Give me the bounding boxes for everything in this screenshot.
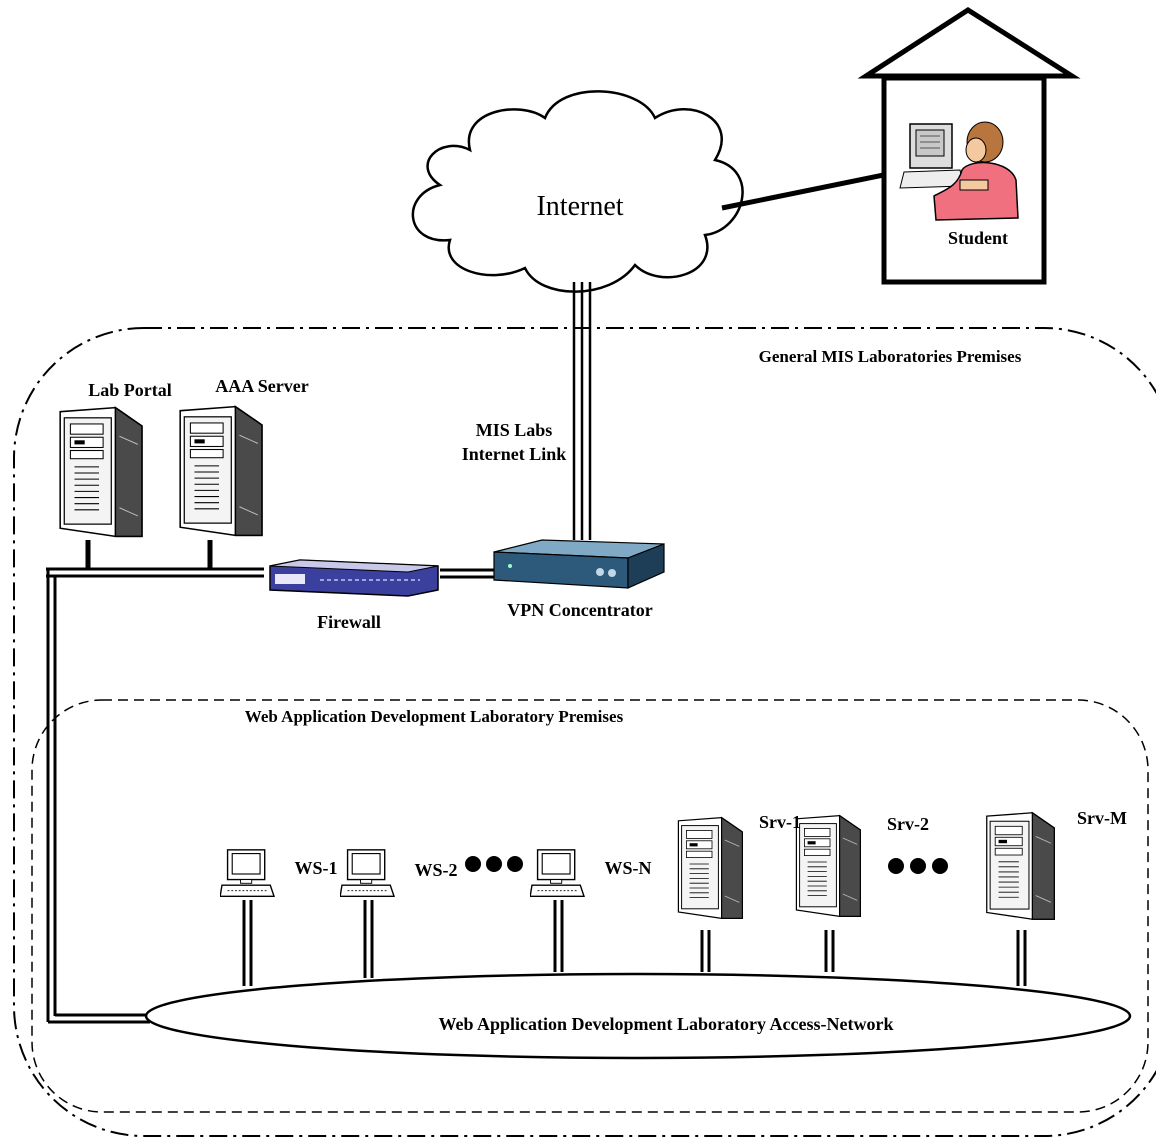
srv1-label: Srv-1 <box>759 812 801 832</box>
general-premises-boundary <box>13 327 1156 1137</box>
wsn-label: WS-N <box>604 858 651 878</box>
srv2-tower-icon <box>795 814 862 918</box>
ws1-desktop-icon <box>220 849 275 897</box>
srv1-tower-icon <box>677 816 744 920</box>
mis-labs-label-line2: Internet Link <box>462 444 567 464</box>
vpn-concentrator-icon <box>493 539 665 589</box>
web-premises-label: Web Application Development Laboratory P… <box>245 707 624 726</box>
access-network-ellipse <box>144 972 1132 1060</box>
ellipsis-dot <box>465 856 481 872</box>
mis-labs-label-line1: MIS Labs <box>476 420 553 440</box>
internet-label: Internet <box>536 191 623 222</box>
web-lab-premises-boundary <box>31 699 1149 1113</box>
firewall-label: Firewall <box>317 612 381 632</box>
ellipsis-dot <box>507 856 523 872</box>
ellipsis-dot <box>486 856 502 872</box>
ws2-desktop-icon <box>340 849 395 897</box>
srvm-label: Srv-M <box>1077 808 1127 828</box>
access-network-label: Web Application Development Laboratory A… <box>439 1014 894 1034</box>
aaa-server-label: AAA Server <box>215 376 308 396</box>
ellipsis-dot <box>910 858 926 874</box>
person-at-computer-icon <box>899 121 1019 221</box>
aaa-server-icon <box>179 405 263 537</box>
ws2-label: WS-2 <box>414 860 457 880</box>
srv2-label: Srv-2 <box>887 814 929 834</box>
lab-portal-label: Lab Portal <box>88 380 172 400</box>
wsn-desktop-icon <box>530 849 585 897</box>
lab-portal-server-icon <box>59 406 143 538</box>
firewall-appliance-icon <box>269 559 439 597</box>
ws1-label: WS-1 <box>294 858 337 878</box>
student-label: Student <box>948 228 1008 248</box>
general-premises-label: General MIS Laboratories Premises <box>759 347 1022 366</box>
ellipsis-dot <box>932 858 948 874</box>
ellipsis-dot <box>888 858 904 874</box>
vpn-label: VPN Concentrator <box>507 600 652 620</box>
cloud-icon <box>411 90 744 293</box>
srvm-tower-icon <box>985 812 1056 920</box>
